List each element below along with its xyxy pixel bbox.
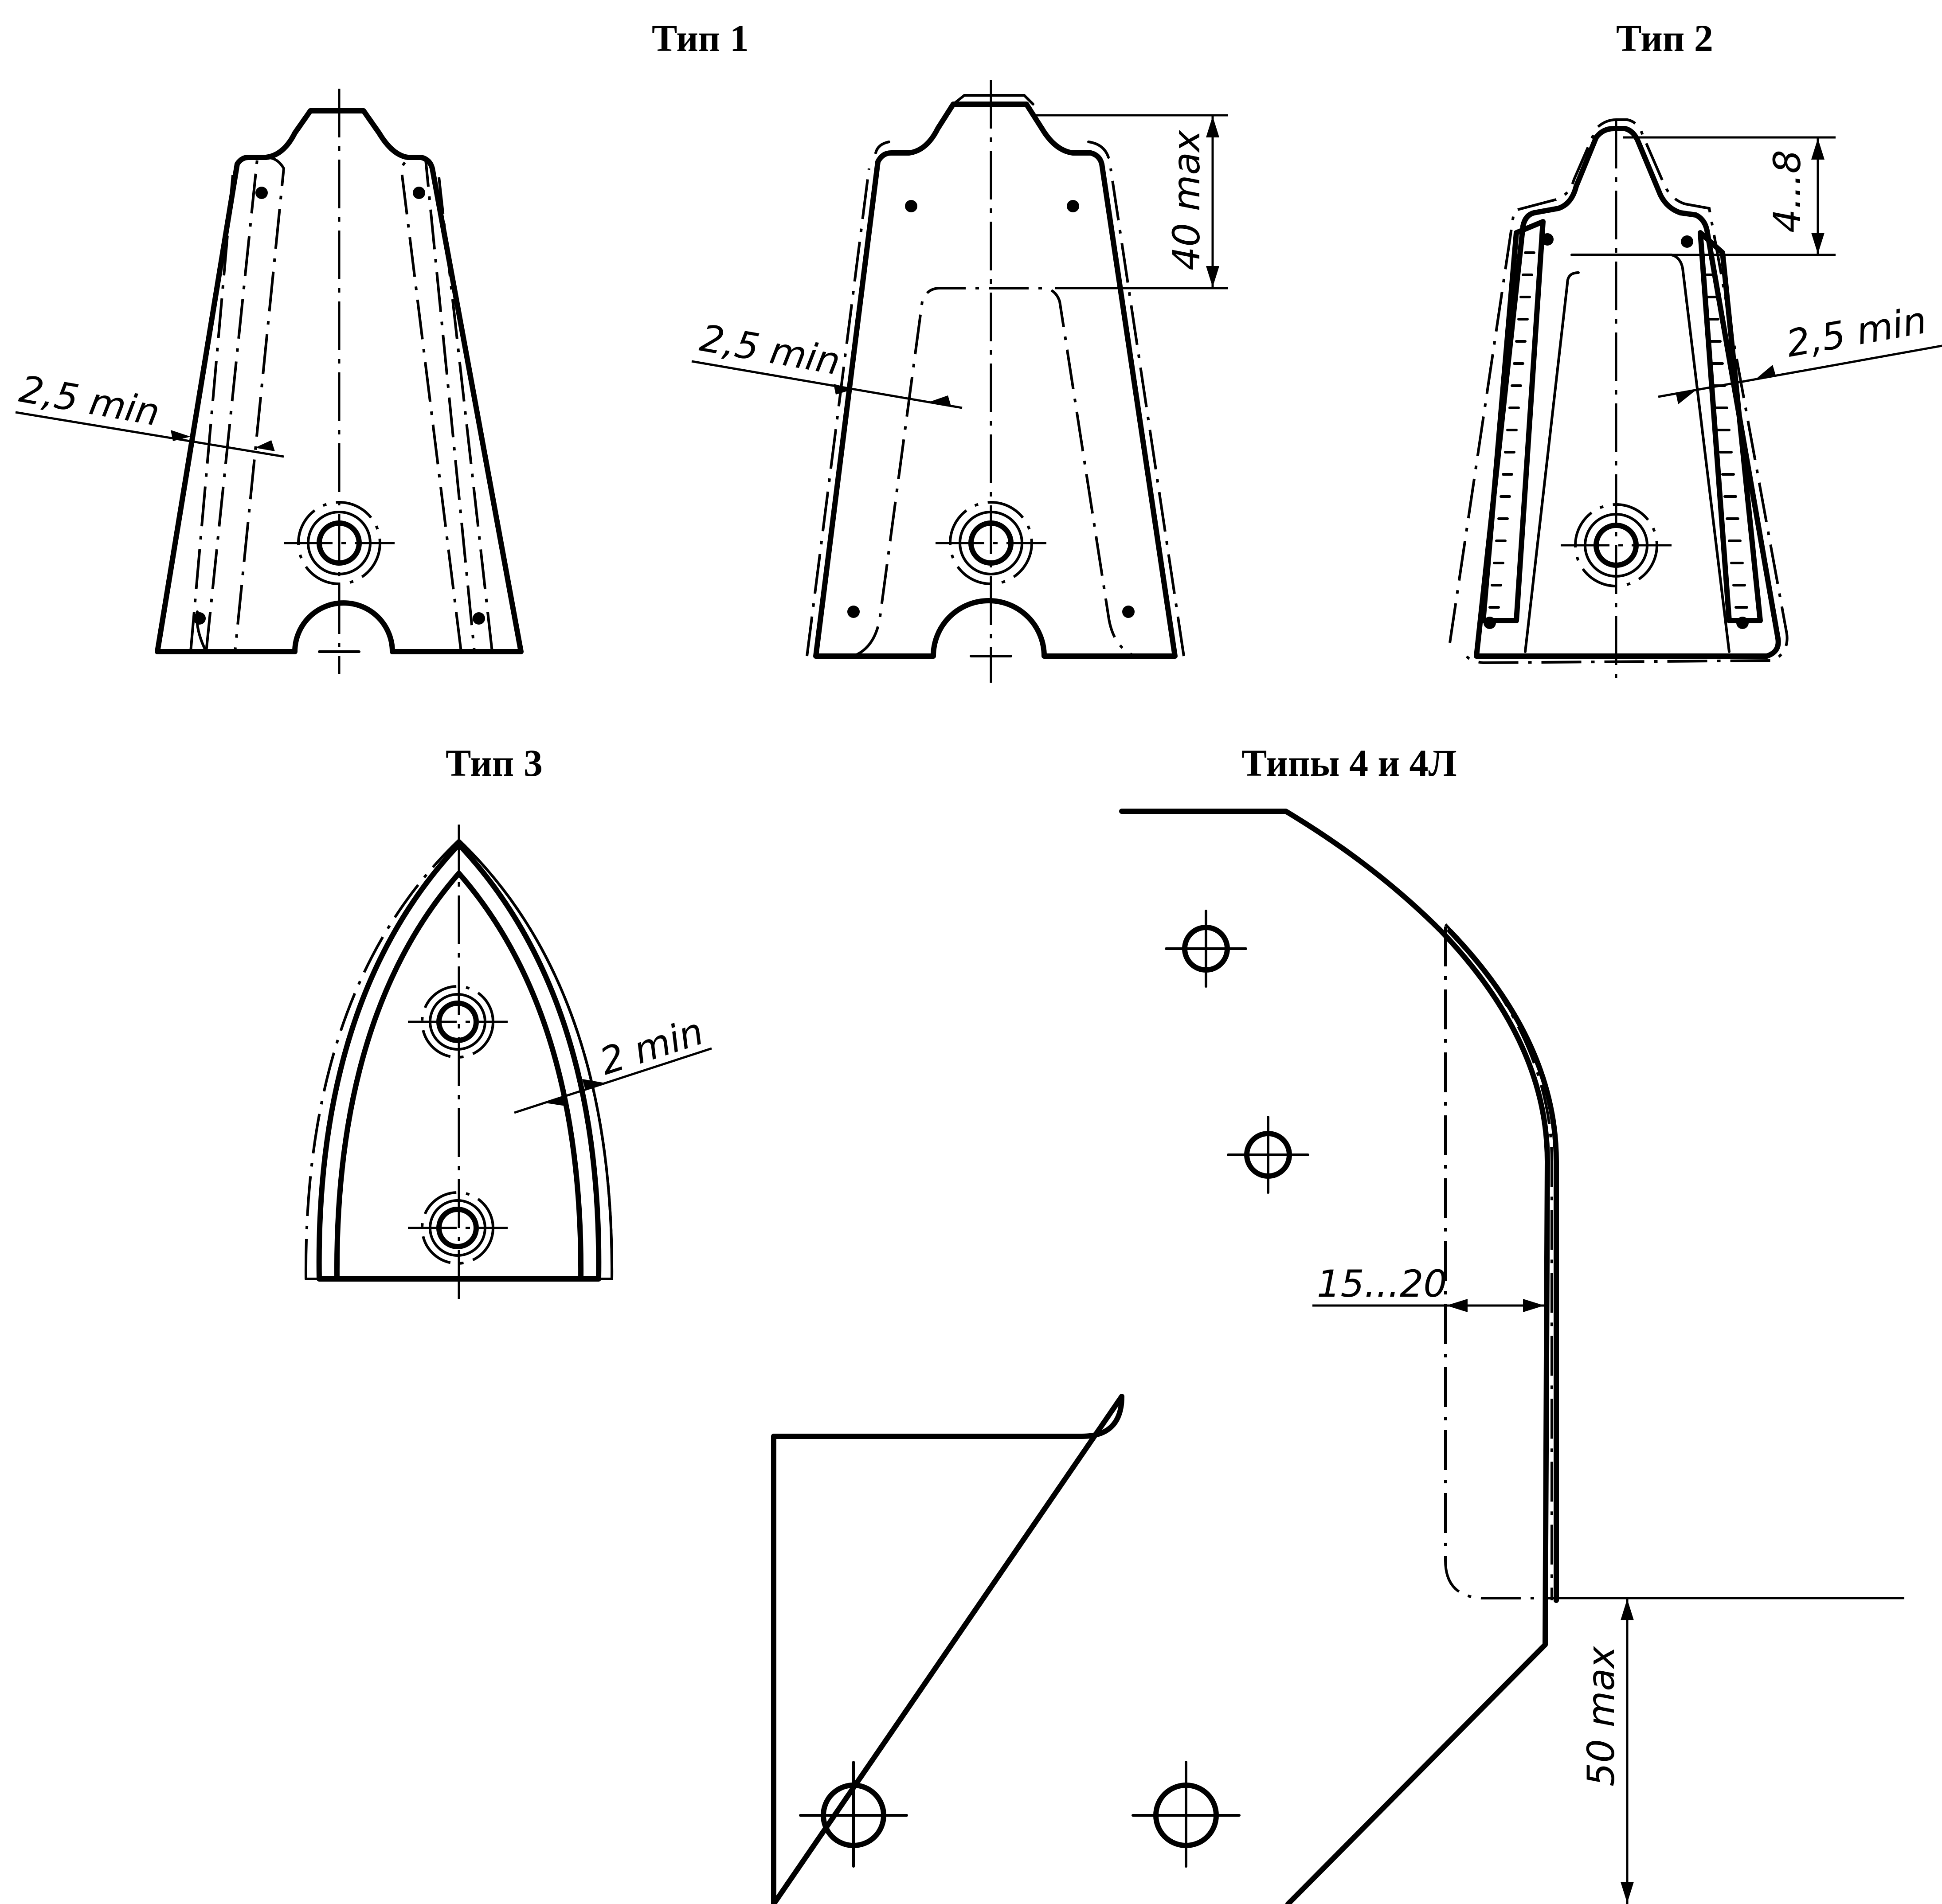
type1a-rivet xyxy=(193,612,206,625)
type2-rivet xyxy=(1681,235,1693,248)
type3-sole: 2 min xyxy=(304,825,712,1308)
title-type4: Типы 4 и 4Л xyxy=(1241,742,1457,784)
type2-rivet xyxy=(1736,617,1749,629)
type4-hole xyxy=(1165,910,1247,988)
type1b-rivet xyxy=(1122,606,1135,618)
type1b-rivet xyxy=(1067,200,1079,212)
type1a-rivet xyxy=(413,187,425,199)
type1-sole-plain: 2,5 min xyxy=(15,89,524,674)
type2-edge-label: 2,5 min xyxy=(1783,298,1930,366)
type1b-height-label: 40 max xyxy=(1165,129,1208,270)
type1b-rivet xyxy=(905,200,917,212)
type4-hole xyxy=(1132,1761,1241,1868)
type1a-rivet xyxy=(473,612,485,625)
type1a-rivet xyxy=(255,187,268,199)
type2-height-label: 4...8 xyxy=(1766,150,1809,233)
type3-edge-label: 2 min xyxy=(595,1009,709,1083)
type1-sole-cutout: 40 max 2,5 min xyxy=(691,80,1228,683)
title-type1: Тип 1 xyxy=(652,17,749,59)
type2-rivet xyxy=(1541,233,1554,246)
type4-hole xyxy=(799,1761,908,1868)
type4-offset-label: 15...20 xyxy=(1317,1262,1447,1306)
title-type3: Тип 3 xyxy=(446,742,543,784)
type2-sole: 4...8 2,5 min xyxy=(1449,118,1942,678)
type4-hole xyxy=(1227,1116,1309,1194)
type2-rivet xyxy=(1484,617,1496,629)
type4-height-label: 50 max xyxy=(1579,1646,1623,1787)
title-type2: Тип 2 xyxy=(1616,17,1713,59)
type4-sole: 15...20 50 max xyxy=(771,809,1904,1904)
type1b-edge-label: 2,5 min xyxy=(697,316,844,383)
type1b-rivet xyxy=(847,606,860,618)
